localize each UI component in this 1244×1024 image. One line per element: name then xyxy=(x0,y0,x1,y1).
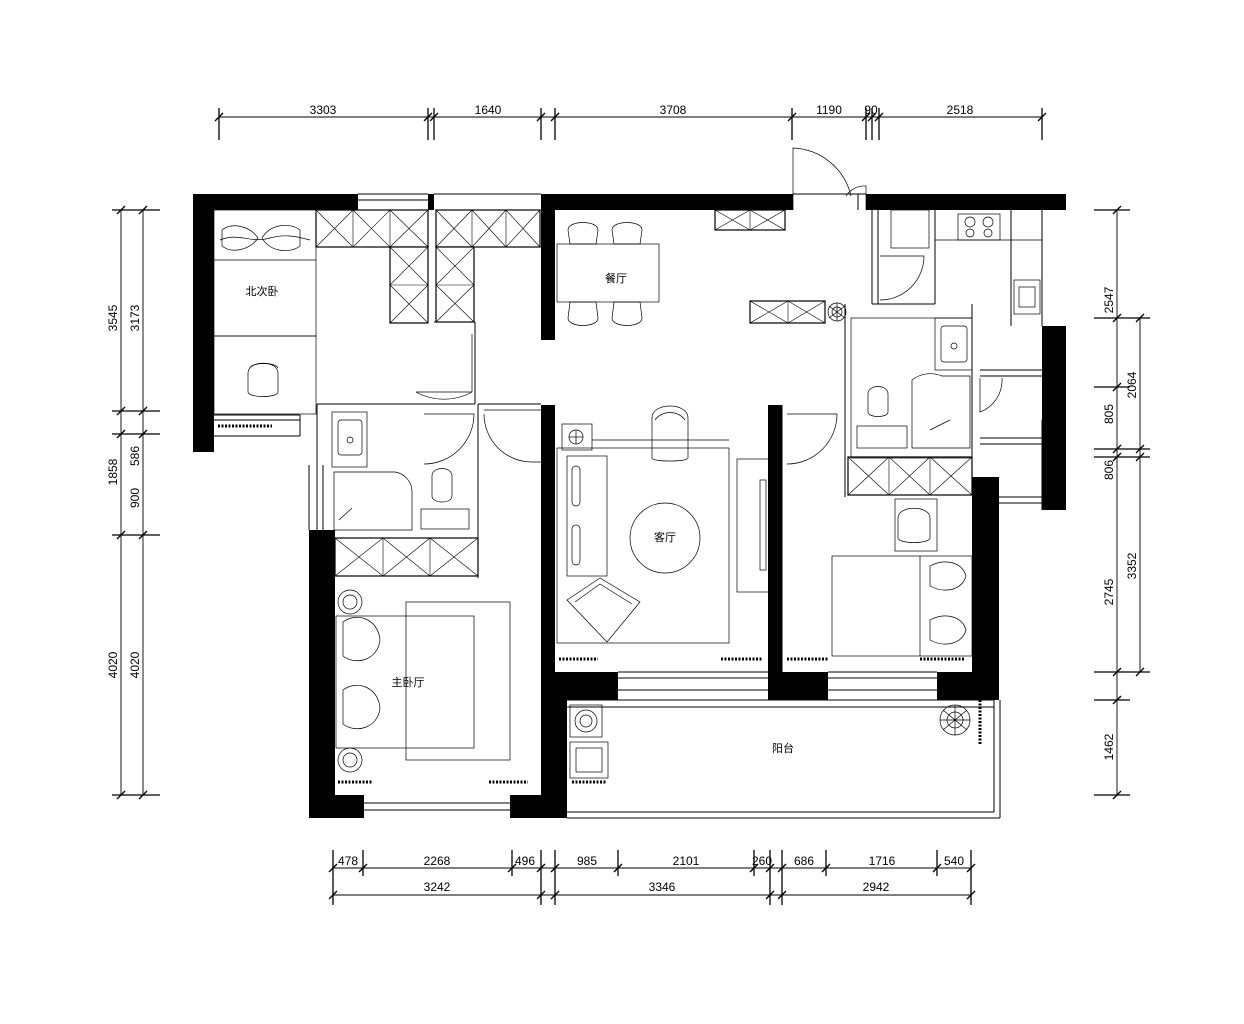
living-set xyxy=(556,405,770,644)
dim-bottom-1: 478 xyxy=(338,854,358,868)
plant-icon xyxy=(827,302,971,736)
dim-bottom-7: 686 xyxy=(794,854,814,868)
dim-bottom-8: 1716 xyxy=(869,854,896,868)
right-bathroom-fixtures xyxy=(850,317,973,459)
dim-bottom-3: 496 xyxy=(515,854,535,868)
dim-top-5: 90 xyxy=(864,103,878,117)
dim-top-3: 3708 xyxy=(660,103,687,117)
dim-right-inner-5: 1462 xyxy=(1102,733,1116,760)
dim-top-2: 1640 xyxy=(475,103,502,117)
dim-left-inner-3: 900 xyxy=(128,488,142,508)
dim-right-inner-3: 806 xyxy=(1102,460,1116,480)
left-bathroom-fixtures xyxy=(331,411,470,531)
dim-left-inner-1: 3173 xyxy=(128,304,142,331)
dim-bottom-total-3: 2942 xyxy=(863,880,890,894)
dimension-labels: 3303 1640 3708 1190 90 2518 3545 1858 40… xyxy=(106,103,1139,894)
dim-right-outer-1: 2064 xyxy=(1125,371,1139,398)
dim-bottom-9: 540 xyxy=(944,854,964,868)
label-dining: 餐厅 xyxy=(605,271,627,285)
dining-set xyxy=(556,222,660,326)
dim-left-outer-3: 4020 xyxy=(106,651,120,678)
dim-left-outer-1: 3545 xyxy=(106,304,120,331)
north-bed xyxy=(213,209,317,337)
dim-left-outer-2: 1858 xyxy=(106,458,120,485)
room-labels: 北次卧 餐厅 客厅 主卧厅 阳台 xyxy=(246,271,795,755)
dim-bottom-6: 260 xyxy=(752,854,772,868)
wardrobes xyxy=(315,209,973,577)
label-living: 客厅 xyxy=(654,530,676,544)
dim-right-outer-2: 3352 xyxy=(1125,552,1139,579)
label-north-bedroom: 北次卧 xyxy=(246,284,279,298)
dim-bottom-4: 985 xyxy=(577,854,597,868)
radiators xyxy=(218,424,982,784)
label-balcony: 阳台 xyxy=(772,741,794,755)
dim-top-1: 3303 xyxy=(310,103,337,117)
dim-right-inner-2: 805 xyxy=(1102,404,1116,424)
doors xyxy=(415,147,1003,465)
dim-left-inner-4: 4020 xyxy=(128,651,142,678)
dim-top-4: 1190 xyxy=(816,103,842,117)
dim-bottom-total-1: 3242 xyxy=(424,880,451,894)
walls xyxy=(193,194,1066,818)
dimension-lines xyxy=(112,108,1150,905)
dim-top-6: 2518 xyxy=(947,103,974,117)
dim-right-inner-1: 2547 xyxy=(1102,286,1116,313)
furniture xyxy=(213,209,1042,784)
dim-left-inner-2: 586 xyxy=(128,446,142,466)
right-bedroom-set xyxy=(831,498,973,657)
dim-bottom-total-2: 3346 xyxy=(649,880,676,894)
dim-bottom-2: 2268 xyxy=(424,854,451,868)
washer-icon xyxy=(569,704,609,779)
dim-right-inner-4: 2745 xyxy=(1102,578,1116,605)
kitchen-fixtures xyxy=(890,209,1042,315)
label-master: 主卧厅 xyxy=(392,676,425,689)
partitions xyxy=(214,193,1043,819)
dim-bottom-5: 2101 xyxy=(673,854,700,868)
